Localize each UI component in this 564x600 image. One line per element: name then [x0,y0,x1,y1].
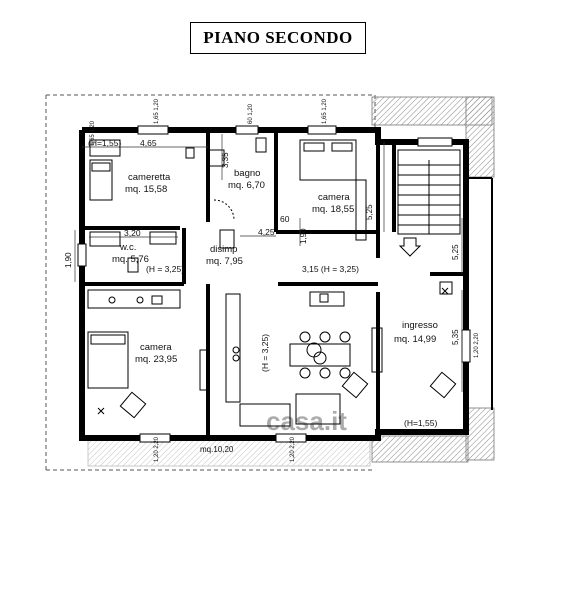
dining-table [289,343,351,367]
window-mark-6: 1,20 2,20 [154,436,160,462]
height-ingresso: (H=1,55) [404,418,437,428]
windows [77,125,471,443]
room-area-camera2: mq. 23,95 [135,354,177,365]
interior-walls [82,130,466,438]
staircase [397,149,461,257]
dim-535: 5,35 [451,329,460,345]
dim-190b: 1,90 [299,228,308,244]
bed-cameretta [89,159,113,201]
bed-camera2 [87,331,129,389]
room-name-camera2: camera [140,342,172,353]
dim-465: 4,65 [140,138,157,148]
room-labels: cameretta mq. 15,58 bagno mq. 6,70 camer… [112,168,438,454]
room-area-cameretta: mq. 15,58 [125,184,167,195]
dim-525b: 5,25 [451,244,460,260]
roof-tiles [87,96,495,467]
plan-title: PIANO SECONDO [190,22,366,54]
room-name-camera1: camera [318,192,350,203]
terrace-parapet [466,177,493,410]
window-marks: 1,65 1,20 60 1,20 1,65 1,20 1,65 1,20 1,… [90,98,480,462]
room-area-camera1: mq. 18,55 [312,204,354,215]
room-name-cameretta: cameretta [128,172,171,183]
exterior-walls [79,127,469,441]
window-mark-4: 1,65 1,20 [90,120,96,146]
dim-60: 60 [280,214,290,224]
window-mark-5: 1,20 2,20 [474,332,480,358]
furniture [87,137,457,427]
dim-525a: 5,25 [365,204,374,220]
height-corridor: 3,15 (H = 3,25) [302,264,359,274]
room-name-ingresso: ingresso [402,320,438,331]
window-mark-1: 1,65 1,20 [154,98,160,124]
terrace-area: mq.10,20 [200,445,234,454]
room-area-disimp: mq. 7,95 [206,256,243,267]
window-mark-3: 1,65 1,20 [322,98,328,124]
window-mark-2: 60 1,20 [248,103,254,124]
sofa [295,393,341,425]
height-wc: (H = 3,25) [146,264,184,274]
height-labels: (H=1,55) (H = 3,25) 3,15 (H = 3,25) (H =… [88,138,437,428]
kitchen-counter [225,293,241,403]
dim-335: 3,35 [221,152,230,168]
room-area-bagno: mq. 6,70 [228,180,265,191]
dimension-lines [74,134,463,392]
height-living: (H = 3,25) [260,334,270,372]
bed-camera [299,139,357,181]
window-mark-7: 1,20 2,20 [290,436,296,462]
room-area-ingresso: mq. 14,99 [394,334,436,345]
room-area-wc: mq. 5,76 [112,254,149,265]
dim-320: 3,20 [124,228,141,238]
room-name-bagno: bagno [234,168,260,179]
dimension-labels: 4,65 3,35 3,20 1,90 4,25 60 1,90 5,25 5,… [64,138,460,345]
dim-425: 4,25 [258,227,275,237]
room-name-disimp: disimp [210,244,237,255]
height-top-left: (H=1,55) [88,138,121,148]
room-name-wc: w.c. [119,242,136,253]
dim-190a: 1,90 [64,252,73,268]
watermark: casa.it [266,406,347,436]
